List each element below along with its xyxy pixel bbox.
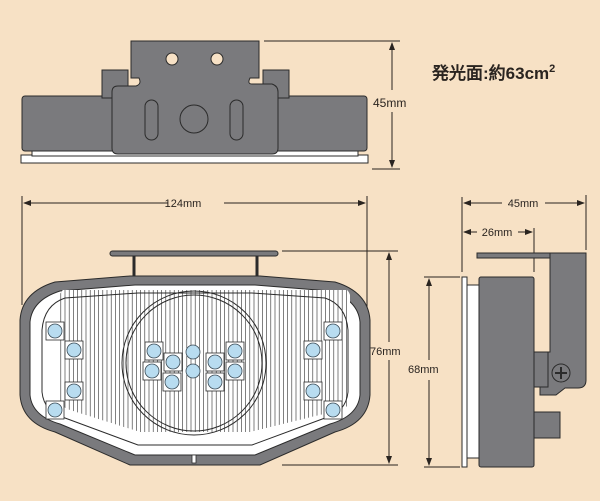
- dim-side-depth-body: 26mm: [482, 227, 513, 239]
- led-icon: [207, 374, 223, 390]
- led-icon: [164, 374, 180, 390]
- lens-ring-inner: [125, 294, 263, 432]
- led-array: [45, 321, 343, 420]
- top-bracket: [111, 40, 279, 155]
- side-bracket-top: [476, 252, 551, 259]
- bracket-hole-left: [165, 52, 179, 66]
- dim-side-height: 68mm: [408, 364, 439, 376]
- led-icon: [66, 383, 82, 399]
- dim-front-width: 124mm: [165, 198, 202, 210]
- side-housing: [478, 276, 535, 468]
- side-view: [424, 195, 587, 468]
- led-icon: [144, 363, 160, 379]
- lens-ring-outer: [121, 290, 267, 436]
- bracket-slot-right: [229, 99, 244, 141]
- side-hinge-block: [533, 351, 549, 388]
- led-icon: [305, 383, 321, 399]
- bracket-center-hole: [179, 104, 209, 134]
- led-icon: [207, 354, 223, 370]
- side-bracket-arm: [539, 252, 587, 396]
- led-icon: [165, 354, 181, 370]
- dim-side-depth-total: 45mm: [508, 198, 539, 210]
- lens-ribs: [60, 290, 350, 432]
- led-icon: [146, 343, 162, 359]
- led-icon: [47, 323, 63, 339]
- led-icon: [227, 363, 243, 379]
- led-icon: [185, 363, 201, 379]
- led-icon: [66, 342, 82, 358]
- top-view: [20, 40, 400, 170]
- emission-area-label: 発光面:約63cm2: [431, 63, 555, 83]
- front-bracket-bar: [109, 250, 279, 257]
- led-icon: [185, 344, 201, 360]
- dim-top-height: 45mm: [373, 96, 406, 110]
- led-icon: [47, 402, 63, 418]
- front-view: [19, 196, 398, 466]
- bracket-hole-right: [210, 52, 224, 66]
- side-connector: [533, 411, 561, 439]
- side-lens-body: [466, 284, 480, 459]
- bracket-slot-left: [144, 99, 159, 141]
- led-icon: [325, 323, 341, 339]
- dim-front-height: 76mm: [370, 346, 401, 358]
- led-icon: [305, 342, 321, 358]
- side-lens-plate: [461, 276, 468, 468]
- led-icon: [227, 343, 243, 359]
- led-icon: [325, 402, 341, 418]
